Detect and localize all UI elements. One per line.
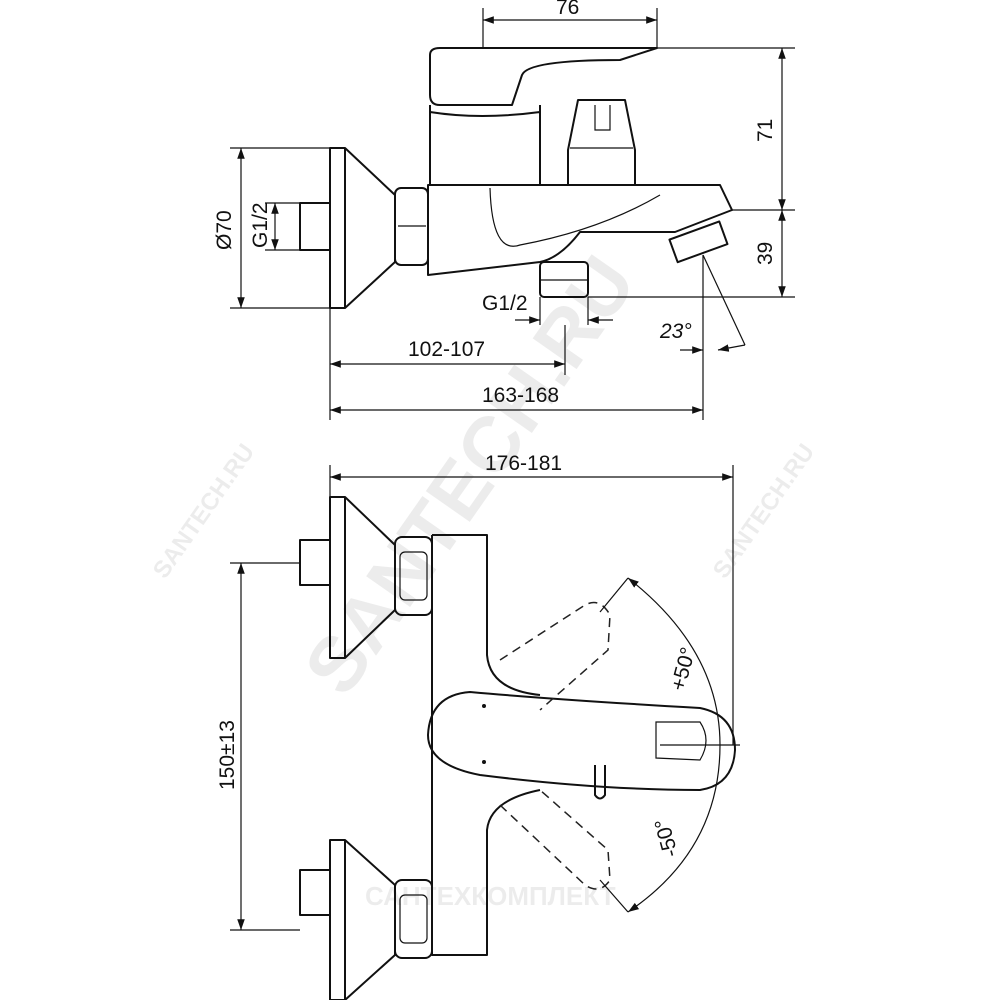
dim-inlet-thread: G1/2 <box>249 202 272 248</box>
watermark-bottom: САНТЕХКОМПЛЕКТ <box>365 881 616 911</box>
dim-23-deg: 23° <box>659 320 692 343</box>
body <box>427 184 733 276</box>
lever-minus50-ghost <box>499 789 611 890</box>
top-view-dimensions: 76 71 39 Ø70 G1/2 G1/2 102-107 163-168 2… <box>213 0 795 420</box>
dim-flange-diameter: Ø70 <box>213 210 236 250</box>
lever <box>427 691 736 791</box>
dim-39: 39 <box>754 242 777 265</box>
lower-inlet-stub <box>299 869 331 916</box>
watermark-main: SANTECH.RU <box>287 240 652 709</box>
watermark-right: SANTECH.RU <box>708 439 820 583</box>
upper-inlet-stub <box>299 539 331 586</box>
watermark-left: SANTECH.RU <box>148 439 260 583</box>
dim-76: 76 <box>556 0 579 19</box>
top-view-faucet <box>299 47 733 309</box>
dim-102-107: 102-107 <box>408 338 485 361</box>
dim-plus-50: +50° <box>667 645 701 693</box>
spout-aerator <box>668 220 729 264</box>
dim-163-168: 163-168 <box>482 384 559 407</box>
dim-71: 71 <box>754 119 777 142</box>
dim-150-13: 150±13 <box>216 720 239 790</box>
dim-outlet-thread: G1/2 <box>482 292 528 315</box>
wall-flange <box>329 147 396 309</box>
lever <box>429 47 658 106</box>
inlet-stub <box>299 202 331 251</box>
lower-flange <box>329 839 396 1000</box>
front-view-faucet <box>299 496 740 1000</box>
lever-stem <box>429 105 541 185</box>
dim-176-181: 176-181 <box>485 452 562 475</box>
front-view-dimensions: 176-181 150±13 +50° -50° <box>216 452 734 931</box>
diverter-knob <box>567 99 636 186</box>
diverter-pin <box>594 765 606 800</box>
lever-plus50-ghost <box>499 601 611 711</box>
dim-minus-50: -50° <box>651 816 683 859</box>
body <box>431 534 541 956</box>
